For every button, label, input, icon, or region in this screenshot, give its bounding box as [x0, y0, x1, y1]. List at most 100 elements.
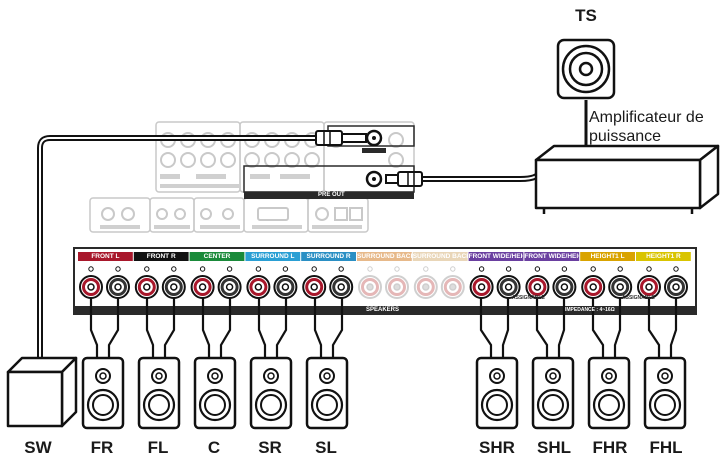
speaker-tweeter [319, 368, 335, 384]
speaker-tweeter [151, 368, 167, 384]
speaker-wire [257, 298, 267, 358]
speaker-tweeter [207, 368, 223, 384]
terminal-post [366, 283, 374, 291]
speaker-tweeter-center [661, 372, 669, 380]
speaker-wire [479, 298, 493, 358]
segment-bar-4 [301, 252, 356, 261]
amplifier-label-line2: puissance [589, 128, 662, 145]
terminal-post [672, 283, 680, 291]
rear-panel-small-labels [100, 174, 362, 229]
segment-bar-6 [412, 252, 468, 261]
terminal-post [645, 283, 653, 291]
assignable-label-2: ASSIGNABLE [622, 295, 655, 301]
speaker-tweeter [263, 368, 279, 384]
terminal-sign [171, 266, 177, 272]
speaker-woofer-inner [148, 394, 170, 416]
segment-label-0: FRONT L [91, 253, 120, 260]
terminal-ring [555, 278, 574, 296]
amplifier-label-line1: Amplificateur de [589, 109, 704, 126]
terminal-post [449, 283, 457, 291]
terminal-ring [332, 278, 351, 296]
speaker-wire [669, 298, 678, 358]
terminal-post [477, 283, 486, 291]
speaker-woofer-inner [92, 394, 114, 416]
terminal-sign [646, 266, 652, 272]
speaker-woofer-inner [260, 394, 282, 416]
terminal-ring [109, 278, 127, 296]
speaker-woofer-inner [316, 394, 338, 416]
terminal-sign [226, 266, 233, 272]
segment-label-3: SURROUND L [251, 253, 295, 260]
terminal-sign [199, 266, 206, 272]
speaker-icons [81, 356, 687, 430]
speaker-tweeter-center [605, 372, 613, 380]
terminal-sign [144, 266, 150, 272]
terminal-sign [88, 266, 94, 272]
speaker-tweeter [95, 368, 111, 384]
terminal-post [393, 283, 401, 291]
segment-bar-1 [133, 252, 189, 261]
terminal-ring [305, 278, 324, 296]
terminal-post [87, 283, 95, 291]
speaker-label-fhr: FHR [592, 438, 628, 457]
terminal-sign [673, 266, 679, 272]
speaker-wire [313, 298, 323, 358]
terminal-post [225, 283, 234, 291]
segment-label-9: HEIGHT1 L [590, 253, 625, 260]
segment-label-2: CENTER [203, 253, 231, 260]
segment-bar-7 [468, 252, 524, 261]
terminal-sign [561, 266, 568, 272]
speaker-woofer-inner [598, 394, 620, 416]
segment-bar-10 [636, 252, 691, 261]
terminal-post [198, 283, 207, 291]
terminal-ring [137, 278, 156, 296]
segment-label-5: SURROUND BACK L [357, 253, 412, 260]
speaker-tweeter-center [323, 372, 331, 380]
ts-speaker-icon [556, 38, 616, 100]
terminal-post [616, 283, 624, 291]
speaker-woofer-inner [204, 394, 226, 416]
segment-bar-3 [245, 252, 301, 261]
segment-bar-5 [357, 252, 412, 261]
assignable-label-1: ASSIGNABLE [512, 295, 545, 301]
terminal-ring [416, 278, 435, 296]
speaker-wire [163, 298, 176, 358]
segment-bar-8 [524, 252, 580, 261]
terminal-sign [367, 266, 373, 272]
speaker-wire [501, 298, 510, 358]
speaker-label-sw: SW [24, 438, 52, 457]
speakers-panel-label: SPEAKERS [366, 307, 400, 313]
segment-bar-2 [189, 252, 245, 261]
terminal-ring [584, 278, 603, 296]
speaker-label-c: C [207, 438, 221, 457]
speaker-tweeter [489, 368, 505, 384]
terminal-ring [499, 278, 518, 296]
speaker-wire [107, 298, 120, 358]
amplifier-label: Amplificateur de puissance [589, 108, 704, 146]
speaker-label-fhl: FHL [649, 438, 683, 457]
speaker-label-fr: FR [90, 438, 114, 457]
speaker-label-fl: FL [147, 438, 169, 457]
speaker-tweeter-center [211, 372, 219, 380]
terminal-ring [472, 278, 491, 296]
terminal-post [560, 283, 569, 291]
terminal-ring [443, 278, 462, 296]
terminal-ring [528, 278, 547, 296]
terminal-sign [590, 266, 596, 272]
terminal-ring [82, 278, 100, 296]
terminal-post [504, 283, 513, 291]
speaker-wire [557, 298, 566, 358]
terminal-post [589, 283, 597, 291]
terminal-ring [276, 278, 295, 296]
terminal-post [533, 283, 542, 291]
terminal-ring [640, 278, 658, 296]
speaker-woofer-inner [542, 394, 564, 416]
terminal-post [310, 283, 318, 291]
rca-cable-subwoofer [37, 130, 367, 357]
terminal-ring [388, 278, 406, 296]
terminal-ring [361, 278, 379, 296]
speaker-tweeter-center [99, 372, 107, 380]
speaker-tweeter-center [493, 372, 501, 380]
terminal-sign [478, 266, 485, 272]
